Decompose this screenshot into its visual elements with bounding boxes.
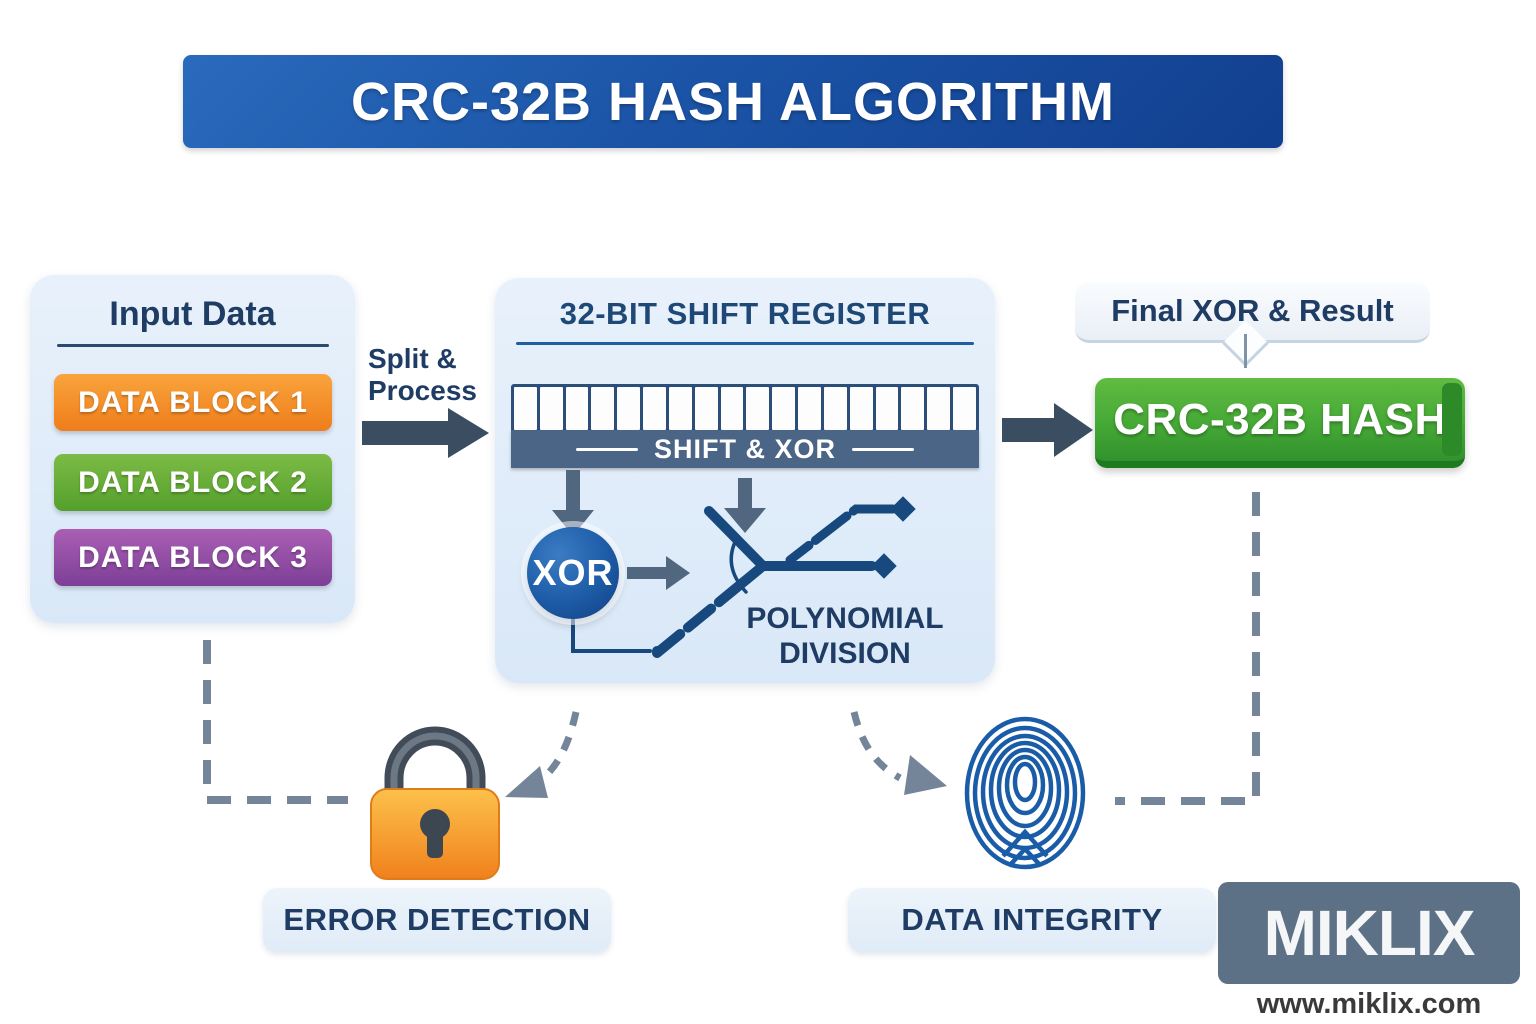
arrow-register-to-hash: [1002, 403, 1093, 457]
register-cell: [720, 387, 744, 430]
error-detection-label: ERROR DETECTION: [283, 902, 591, 937]
miklix-logo: MIKLIX: [1218, 882, 1520, 984]
miklix-url: www.miklix.com: [1256, 988, 1482, 1020]
data-integrity-pill: DATA INTEGRITY: [848, 888, 1216, 952]
page-title: CRC-32B HASH ALGORITHM: [351, 71, 1115, 132]
register-cell: [875, 387, 899, 430]
split-process-label: Split & Process: [368, 343, 477, 407]
input-data-panel: Input Data DATA BLOCK 1 DATA BLOCK 2 DAT…: [30, 275, 355, 623]
xor-label: XOR: [532, 552, 614, 593]
final-xor-label: Final XOR & Result: [1111, 293, 1394, 328]
tooltip-stem: [1244, 334, 1247, 368]
register-cell: [617, 387, 641, 430]
register-cell: [823, 387, 847, 430]
register-cell: [849, 387, 873, 430]
register-cell: [901, 387, 925, 430]
hash-result-label: CRC-32B HASH: [1113, 394, 1447, 444]
register-cell: [643, 387, 666, 430]
register-cell: [694, 387, 718, 430]
register-cell: [514, 387, 537, 430]
register-cell: [927, 387, 951, 430]
padlock-icon: [370, 726, 500, 880]
dashed-input-to-lock: [203, 640, 348, 804]
dashed-register-to-lock: [531, 711, 580, 789]
dashed-register-to-fingerprint: [850, 711, 902, 782]
input-title-rule: [56, 344, 329, 347]
crc32b-hash-result: CRC-32B HASH: [1095, 378, 1465, 468]
shift-xor-label: SHIFT & XOR: [653, 433, 836, 464]
polynomial-division-label: POLYNOMIAL DIVISION: [746, 602, 944, 670]
title-banner: CRC-32B HASH ALGORITHM: [183, 55, 1283, 148]
bar-dash-left: [575, 447, 638, 451]
register-cell: [953, 387, 976, 430]
register-cell: [539, 387, 563, 430]
dashed-hash-to-fingerprint: [1115, 492, 1260, 805]
data-block-1: DATA BLOCK 1: [54, 374, 332, 431]
data-block-3: DATA BLOCK 3: [54, 529, 332, 586]
register-cell: [798, 387, 821, 430]
data-integrity-label: DATA INTEGRITY: [901, 902, 1163, 937]
bar-dash-right: [852, 447, 914, 451]
register-cell: [772, 387, 796, 430]
register-cell: [565, 387, 589, 430]
register-cell: [668, 387, 692, 430]
shift-xor-bar: SHIFT & XOR: [511, 430, 979, 468]
xor-node: XOR: [527, 527, 619, 619]
register-cell: [591, 387, 615, 430]
arrowhead-to-lock: [505, 766, 548, 798]
data-block-2: DATA BLOCK 2: [54, 454, 332, 511]
fingerprint-icon: [964, 716, 1086, 870]
error-detection-pill: ERROR DETECTION: [263, 888, 611, 952]
arrowhead-to-fingerprint: [904, 755, 947, 795]
register-cells: [511, 384, 979, 430]
miklix-logo-text: MIKLIX: [1263, 897, 1476, 969]
register-cell: [746, 387, 770, 430]
register-panel-title: 32-BIT SHIFT REGISTER: [559, 296, 931, 331]
hash-button-fold: [1442, 383, 1462, 456]
register-title-rule: [516, 342, 974, 345]
input-panel-title: Input Data: [109, 295, 276, 333]
arrow-input-to-register: [362, 408, 489, 458]
